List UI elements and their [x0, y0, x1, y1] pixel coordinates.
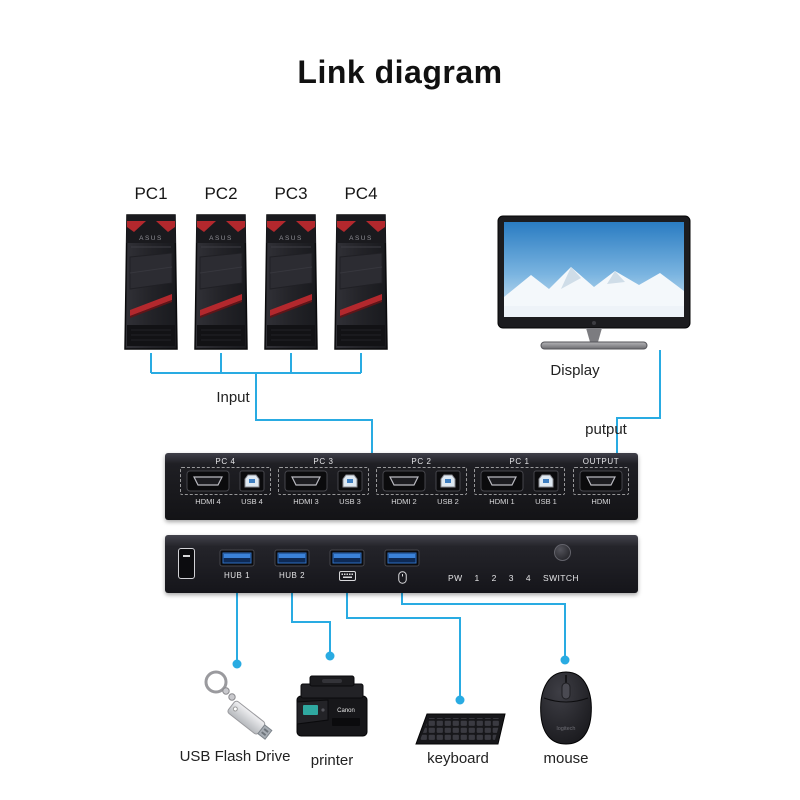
pc-tower-image	[190, 213, 252, 351]
rear-group-name: OUTPUT	[582, 457, 620, 466]
usb-b-port-icon	[239, 470, 265, 492]
kvm-front-panel: HUB 1 HUB 2	[165, 535, 638, 593]
logitech-logo-text: logitech	[557, 726, 576, 732]
hdmi-port-icon	[186, 470, 230, 492]
mouse-image: logitech	[540, 671, 592, 745]
rear-group-name: PC 1	[509, 457, 530, 466]
mouse-icon	[397, 571, 407, 584]
display-monitor-image	[497, 215, 691, 350]
rear-port-pair	[180, 467, 271, 495]
usb-b-port-icon	[435, 470, 461, 492]
flash-drive-label: USB Flash Drive	[179, 748, 291, 765]
cable-endpoint-dot	[325, 651, 335, 661]
rear-group-name: PC 3	[313, 457, 334, 466]
pc3-label: PC3	[274, 184, 308, 203]
cable-endpoint-dot	[232, 659, 242, 669]
usb-a-port-icon	[329, 549, 365, 567]
led-2-label: 2	[491, 573, 497, 583]
front-port-keyboard	[329, 549, 365, 581]
printer-label: printer	[310, 752, 354, 769]
hdmi-port-label: HDMI 2	[391, 497, 417, 506]
rear-port-pair	[278, 467, 369, 495]
display-to-kvm-line	[616, 350, 661, 453]
pw-label: PW	[448, 573, 463, 583]
usb-port-label: USB 3	[339, 497, 361, 506]
usb-b-port-icon	[337, 470, 363, 492]
usb-b-port-icon	[533, 470, 559, 492]
usb-a-port-icon	[384, 549, 420, 567]
rear-port-group-pc2: PC 2 HDMI 2 USB 2	[375, 457, 468, 506]
keyboard-label: keyboard	[427, 750, 489, 767]
power-switch	[178, 548, 195, 579]
led-3-label: 3	[508, 573, 514, 583]
rear-port-group-pc4: PC 4 HDMI 4 USB 4	[179, 457, 272, 506]
kvm-rear-panel: PC 4 HDMI 4 USB 4 PC 3	[165, 453, 638, 520]
switch-label: SWITCH	[543, 573, 579, 583]
hdmi-port-icon	[579, 470, 623, 492]
port4-to-mouse-cable	[401, 593, 566, 660]
input-to-kvm-line	[255, 373, 373, 453]
pc-tower-image	[120, 213, 182, 351]
usb-port-label: USB 4	[241, 497, 263, 506]
front-port-mouse	[384, 549, 420, 584]
usb-flash-drive-image	[204, 670, 273, 740]
rear-group-name: PC 4	[215, 457, 236, 466]
cable-endpoint-dot	[455, 695, 465, 705]
front-indicators: PW 1 2 3 4	[448, 573, 531, 583]
rear-port-group-pc1: PC 1 HDMI 1 USB 1	[473, 457, 566, 506]
rear-port-group-pc3: PC 3 HDMI 3 USB 3	[277, 457, 370, 506]
page-title: Link diagram	[297, 54, 503, 90]
pc3: PC3	[260, 184, 322, 351]
hub2-label: HUB 2	[278, 571, 306, 580]
keyboard-icon	[338, 571, 356, 581]
usb-a-port-icon	[219, 549, 255, 567]
hub2-to-printer-cable	[291, 593, 331, 656]
hdmi-port-label: HDMI 1	[489, 497, 515, 506]
hdmi-port-icon	[284, 470, 328, 492]
hdmi-port-label: HDMI	[591, 497, 611, 506]
pc2: PC2	[190, 184, 252, 351]
printer-image: Canon	[296, 675, 368, 737]
front-port-hub1: HUB 1	[219, 549, 255, 580]
pc-tower-image	[260, 213, 322, 351]
rear-group-name: PC 2	[411, 457, 432, 466]
scroll-wheel	[561, 682, 571, 700]
pc2-label: PC2	[204, 184, 238, 203]
led-1-label: 1	[474, 573, 480, 583]
hdmi-port-icon	[480, 470, 524, 492]
mouse-label: mouse	[543, 750, 589, 767]
keyboard-image	[415, 713, 506, 745]
usb-a-port-icon	[274, 549, 310, 567]
canon-logo-text: Canon	[337, 708, 355, 714]
rear-port-pair	[573, 467, 629, 495]
hdmi-port-label: HDMI 3	[293, 497, 319, 506]
front-port-hub2: HUB 2	[274, 549, 310, 580]
hdmi-port-label: HDMI 4	[195, 497, 221, 506]
display-label: Display	[550, 362, 600, 379]
pc1-label: PC1	[134, 184, 168, 203]
rear-port-group-output: OUTPUT HDMI	[572, 457, 630, 506]
printer-screen	[303, 705, 318, 715]
hub1-label: HUB 1	[223, 571, 251, 580]
pc-tower-image	[330, 213, 392, 351]
pc1: PC1	[120, 184, 182, 351]
pc4: PC4	[330, 184, 392, 351]
usb-port-label: USB 1	[535, 497, 557, 506]
monitor-stand	[586, 328, 602, 342]
switch-button	[554, 544, 571, 561]
led-4-label: 4	[525, 573, 532, 583]
pc4-label: PC4	[344, 184, 378, 203]
keyring-icon	[204, 670, 228, 694]
hdmi-port-icon	[382, 470, 426, 492]
rear-port-pair	[474, 467, 565, 495]
output-label: putput	[585, 421, 627, 438]
rear-port-pair	[376, 467, 467, 495]
input-label: Input	[216, 389, 250, 406]
cable-endpoint-dot	[560, 655, 570, 665]
usb-port-label: USB 2	[437, 497, 459, 506]
port3-to-keyboard-cable	[346, 593, 461, 700]
